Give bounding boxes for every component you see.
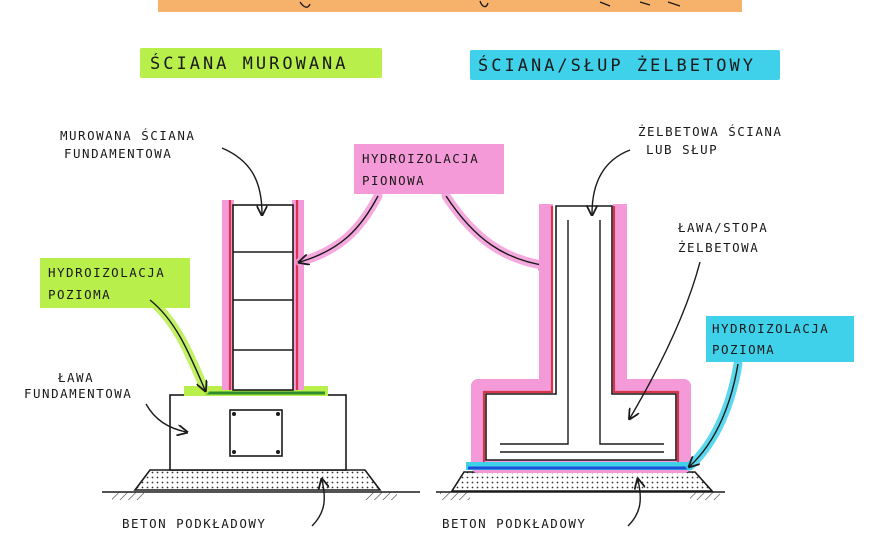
label-vertical-2: PIONOWA: [362, 173, 425, 188]
label-horizontal-left-2: POZIOMA: [48, 287, 111, 302]
vertical-waterproofing-right-line: [482, 206, 680, 462]
label-bg-horizontal-right: [706, 316, 854, 362]
lean-concrete-right: [450, 471, 714, 492]
label-footing-left-2: FUNDAMENTOWA: [24, 386, 132, 401]
label-rc-footing-1: ŁAWA/STOPA: [677, 220, 768, 235]
masonry-wall: [232, 204, 294, 391]
footing-rebar-cage: [229, 409, 283, 457]
arrow-vertical-left: [300, 195, 379, 262]
label-concrete-right: BETON PODKŁADOWY: [442, 516, 586, 531]
label-horizontal-right-1: HYDROIZOLACJA: [712, 321, 829, 336]
label-masonry-wall-1: MUROWANA ŚCIANA: [60, 128, 195, 143]
header-highlight: [158, 0, 742, 12]
left-drawing: MUROWANA ŚCIANA FUNDAMENTOWA HYDROIZOLAC…: [24, 128, 420, 531]
horizontal-waterproofing-left: [184, 386, 328, 396]
lean-concrete-left: [133, 469, 382, 491]
label-bg-vertical: [354, 144, 504, 194]
rebar-left: [500, 220, 569, 445]
label-horizontal-right-2: POZIOMA: [712, 342, 775, 357]
label-horizontal-left-1: HYDROIZOLACJA: [48, 265, 165, 280]
arrow-rc-wall: [592, 149, 631, 214]
label-concrete-left: BETON PODKŁADOWY: [122, 516, 266, 531]
soil-hatch-left-1: [112, 492, 144, 500]
title-right: ŚCIANA/SŁUP ŻELBETOWY: [470, 50, 780, 80]
horizontal-waterproofing-right: [466, 462, 692, 470]
right-drawing: ŻELBETOWA ŚCIANA LUB SŁUP ŁAWA/STOPA ŻEL…: [436, 124, 854, 531]
label-masonry-wall-2: FUNDAMENTOWA: [64, 146, 172, 161]
arrow-concrete-right: [627, 480, 640, 527]
soil-hatch-right-2: [690, 492, 720, 500]
title-left: ŚCIANA MUROWANA: [140, 48, 382, 78]
rebar-right: [599, 220, 664, 445]
vertical-waterproofing-left-a: [222, 200, 234, 390]
arrow-rc-footing: [630, 261, 701, 418]
label-footing-left-1: ŁAWA: [57, 370, 94, 385]
title-left-text: ŚCIANA MUROWANA: [150, 52, 349, 74]
arrow-vertical-right: [445, 195, 548, 266]
rc-wall-footing: [485, 205, 677, 461]
strip-footing-left: [169, 394, 347, 471]
label-vertical-1: HYDROIZOLACJA: [362, 151, 479, 166]
title-right-text: ŚCIANA/SŁUP ŻELBETOWY: [478, 54, 756, 76]
arrow-footing-left: [145, 403, 186, 432]
arrow-horizontal-right: [690, 363, 739, 466]
label-rc-wall-1: ŻELBETOWA ŚCIANA: [638, 124, 782, 139]
arrow-masonry-wall: [221, 147, 262, 214]
arrow-horizontal-left: [149, 299, 205, 390]
label-rc-wall-2: LUB SŁUP: [646, 142, 718, 157]
arrow-concrete-left: [311, 480, 324, 527]
soil-hatch-left-2: [365, 492, 397, 500]
header-band: [158, 0, 742, 12]
label-bg-horizontal-left: [40, 258, 190, 308]
vertical-waterproofing-callout: HYDROIZOLACJA PIONOWA: [295, 144, 553, 266]
soil-hatch-right-1: [440, 492, 470, 500]
label-rc-footing-2: ŻELBETOWA: [678, 240, 759, 255]
